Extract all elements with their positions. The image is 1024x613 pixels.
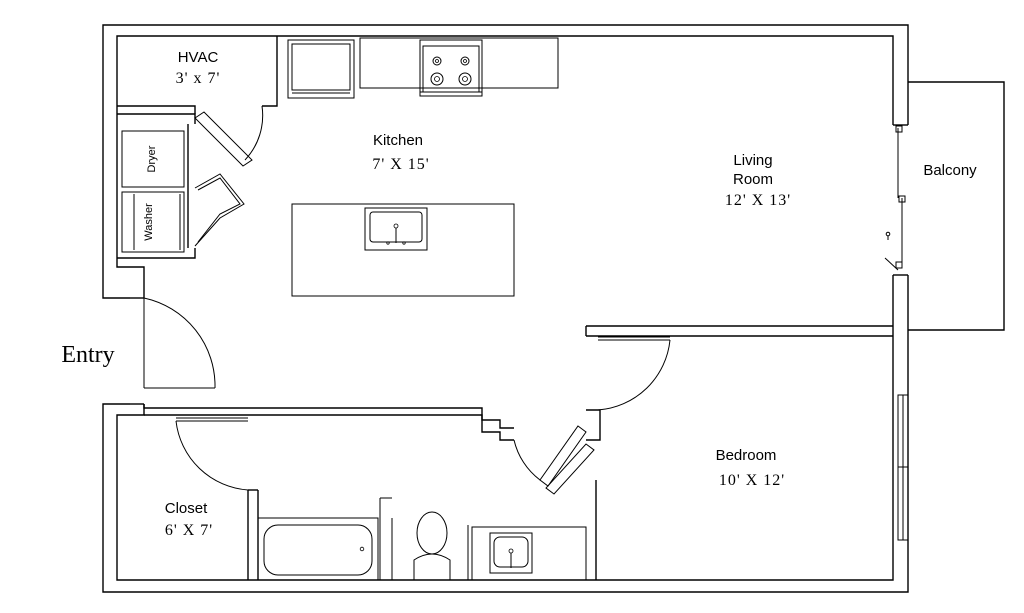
burner [430,72,444,86]
kitchen-label: Kitchen [373,132,423,149]
island-sink [364,207,428,251]
washer-label: Washer [143,203,155,241]
burner [432,56,442,66]
balcony: Balcony [908,81,1005,331]
living-size: 12' X 13' [725,192,791,209]
bath-door [513,425,595,495]
hvac-label: HVAC [178,49,219,66]
balcony-door [884,125,906,271]
hvac-room: HVAC 3' x 7' [117,36,278,167]
hvac-size: 3' x 7' [176,70,221,87]
burner [458,72,472,86]
entry-label: Entry [61,342,114,368]
toilet [416,511,448,555]
dryer [121,130,185,188]
bedroom-label: Bedroom [716,447,777,464]
balcony-label: Balcony [923,162,977,179]
bathtub [257,517,379,581]
dryer-label: Dryer [146,145,158,172]
closet-door: Closet 6' X 7' [165,417,249,539]
bedroom: Bedroom 10' X 12' [716,394,909,541]
living-label-line1: Living [733,152,772,169]
kitchen-counter [359,37,559,89]
closet-label: Closet [165,500,208,517]
laundry-closet: Dryer Washer [117,113,245,259]
burner [460,56,470,66]
bedroom-door [597,336,671,411]
kitchen: Kitchen 7' X 15' [287,37,559,297]
entry: Entry [61,297,216,389]
bedroom-size: 10' X 12' [719,472,785,489]
living-label-line2: Room [733,171,773,188]
refrigerator [287,39,355,99]
stove [419,39,483,97]
bathroom [257,497,587,581]
vanity [471,526,587,581]
exterior-walls [102,24,909,593]
bath-sink [489,532,533,574]
kitchen-island [291,203,515,297]
washer [121,191,185,253]
interior-walls [143,325,893,580]
closet-size: 6' X 7' [165,522,213,539]
kitchen-size: 7' X 15' [372,156,429,173]
living-room: Living Room 12' X 13' [725,152,791,209]
